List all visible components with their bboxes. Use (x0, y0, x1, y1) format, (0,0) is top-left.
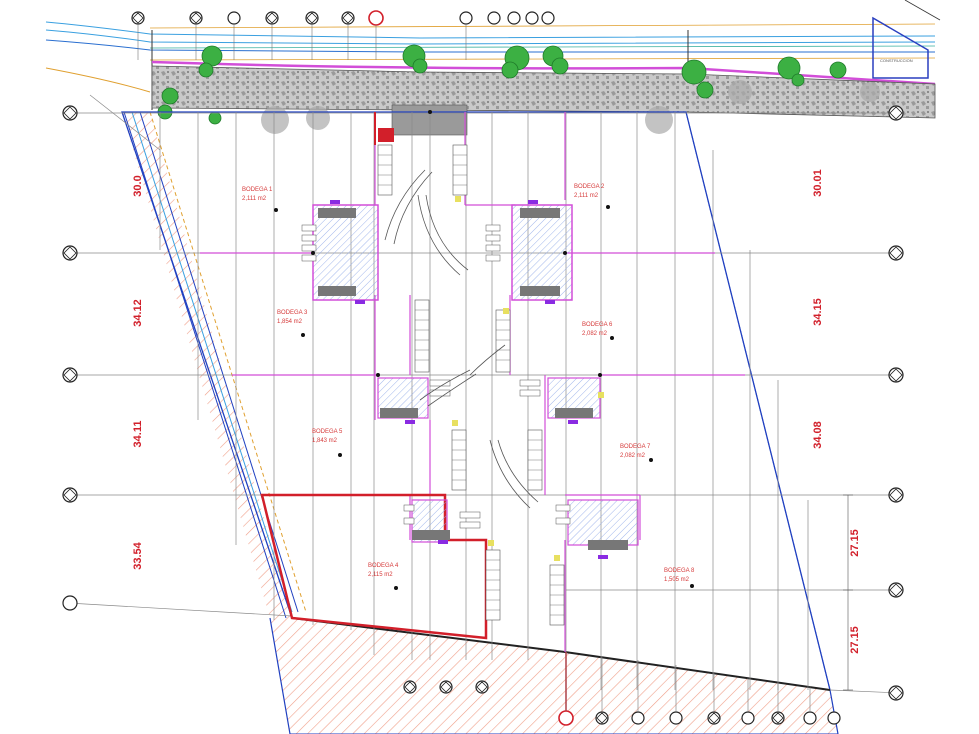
dim-right-2: 34.15 (812, 298, 824, 326)
bodega-label: BODEGA 6 (582, 322, 613, 328)
road-lines (45, 0, 941, 110)
tree-icon (402, 44, 428, 74)
bodega-label: BODEGA 3 (277, 310, 308, 316)
dim-left-1: 30.0 (132, 175, 144, 196)
dim-right-4: 27.15 (849, 529, 861, 557)
highlighted-warehouse (260, 493, 488, 640)
tree-icon (681, 59, 714, 99)
bodega-area: 1,854 m2 (277, 319, 303, 325)
bodega-label: BODEGA 1 (242, 187, 273, 193)
bodega-label: BODEGA 2 (574, 184, 605, 190)
warehouse-labels: BODEGA 1 2,111 m2 BODEGA 2 2,111 m2 BODE… (242, 184, 695, 583)
ramp-arrow-icon (384, 169, 539, 509)
dim-right-5: 27.15 (849, 626, 861, 654)
bodega-area: 1,505 m2 (664, 577, 690, 583)
dim-left-4: 33.54 (132, 541, 144, 569)
dim-left-3: 34.11 (132, 421, 144, 448)
tree-icon (542, 45, 569, 75)
bodega-area: 2,115 m2 (368, 572, 393, 578)
dim-right-3: 34.08 (812, 421, 824, 449)
tree-icon (198, 45, 223, 78)
bodega-label: BODEGA 7 (620, 444, 651, 450)
bodega-label: BODEGA 5 (312, 429, 343, 435)
column-grid (67, 94, 901, 694)
bodega-area: 2,111 m2 (574, 193, 599, 199)
loading-docks (301, 144, 639, 626)
dim-left-2: 34.12 (132, 299, 144, 327)
bodega-label: BODEGA 4 (368, 563, 399, 569)
warehouse-divisions (200, 112, 745, 652)
tree-icon (157, 87, 179, 120)
grid-bubbles (62, 10, 904, 726)
north-triangle (872, 16, 929, 79)
tree-icon (829, 61, 847, 79)
tree-icon (501, 45, 530, 79)
bodega-label: BODEGA 8 (664, 568, 695, 574)
bodega-area: 2,082 m2 (620, 453, 646, 459)
bodega-area: 1,843 m2 (312, 438, 338, 444)
dimensions: 30.0 34.12 34.11 33.54 30.01 34.15 34.08… (132, 169, 861, 654)
svg-text:CONSTRUCCION: CONSTRUCCION (880, 58, 913, 63)
bodega-area: 2,082 m2 (582, 331, 608, 337)
bodega-area: 2,111 m2 (242, 196, 267, 202)
trees (157, 44, 847, 125)
tree-icon (208, 111, 222, 125)
dim-right-1: 30.01 (812, 169, 824, 197)
tree-icon (777, 56, 805, 87)
